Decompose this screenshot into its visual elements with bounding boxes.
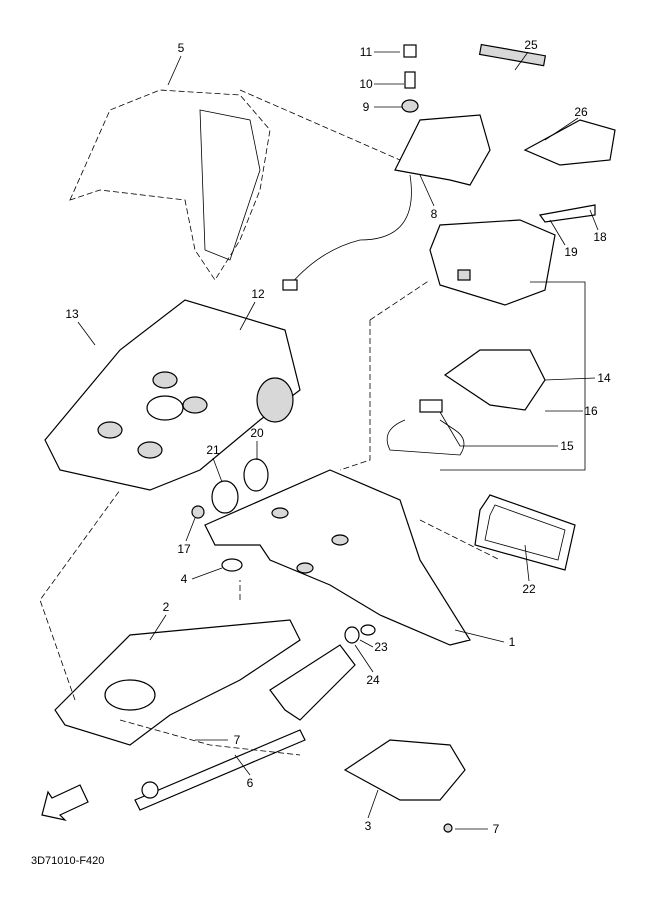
callout-4: 4 [180,572,188,586]
callout-12: 12 [251,287,265,301]
callout-21: 21 [206,443,220,457]
callout-8: 8 [430,207,438,221]
frame-outline [69,89,271,281]
assembly-lines [39,89,501,756]
fwd-arrow-logo [41,784,89,822]
callout-16: 16 [584,404,598,418]
callout-2: 2 [162,600,170,614]
tail-bracket [204,469,471,646]
reflector [474,494,576,571]
callout-7b: 7 [492,822,500,836]
callout-7: 7 [233,733,241,747]
callout-11: 11 [359,45,373,59]
callout-6: 6 [246,776,254,790]
callout-15: 15 [560,439,574,453]
callout-17: 17 [177,542,191,556]
license-light-bracket [282,43,616,291]
small-parts [191,458,376,644]
callout-9: 9 [362,100,370,114]
plate [343,739,466,833]
callout-20: 20 [250,426,264,440]
callout-14: 14 [597,371,611,385]
rod [134,729,306,811]
callout-23: 23 [374,640,388,654]
leader-lines [77,51,599,830]
license-plate-bracket [54,619,356,746]
rear-fender [44,299,301,491]
callout-3: 3 [364,819,372,833]
diagram-code: 3D71010-F420 [31,855,105,867]
callout-1: 1 [508,635,516,649]
callout-22: 22 [522,582,536,596]
tail-light-assembly [386,204,596,456]
callout-24: 24 [366,673,380,687]
callout-19: 19 [564,245,578,259]
callout-10: 10 [359,77,373,91]
callout-26: 26 [574,105,588,119]
callout-25: 25 [524,38,538,52]
callout-18: 18 [593,230,607,244]
callout-13: 13 [65,307,79,321]
callout-5: 5 [177,41,185,55]
